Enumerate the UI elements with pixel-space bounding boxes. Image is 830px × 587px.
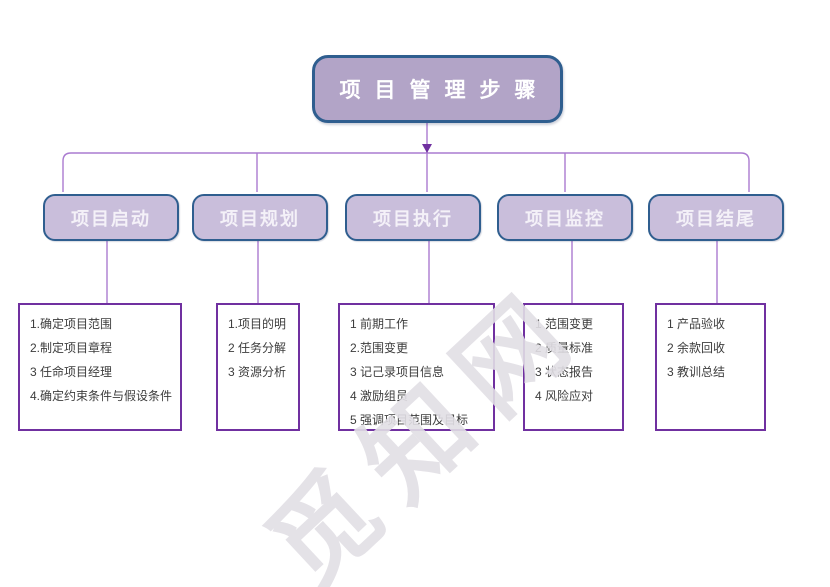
stage-node-planning[interactable]: 项目规划 <box>192 194 328 241</box>
detail-box-monitoring[interactable]: 1 范围变更 2 质量标准 3 状态报告 4 风险应对 <box>523 303 624 431</box>
detail-item: 1.项目的明 <box>228 317 287 331</box>
detail-item: 1.确定项目范围 <box>30 317 113 331</box>
detail-item: 3 状态报告 <box>535 365 594 379</box>
detail-box-planning[interactable]: 1.项目的明 2 任务分解 3 资源分析 <box>216 303 300 431</box>
detail-list: 1.确定项目范围 2.制定项目章程 3 任命项目经理 4.确定约束条件与假设条件 <box>20 305 180 408</box>
detail-list: 1 范围变更 2 质量标准 3 状态报告 4 风险应对 <box>525 305 622 408</box>
detail-item: 2.制定项目章程 <box>30 341 113 355</box>
detail-item: 3 教训总结 <box>667 365 726 379</box>
detail-item: 3 记己录项目信息 <box>350 365 445 379</box>
detail-box-closing[interactable]: 1 产品验收 2 余款回收 3 教训总结 <box>655 303 766 431</box>
detail-item: 3 任命项目经理 <box>30 365 113 379</box>
detail-item: 1 产品验收 <box>667 317 726 331</box>
detail-box-execution[interactable]: 1 前期工作 2.范围变更 3 记己录项目信息 4 激励组员 5 强调项目范围及目标 <box>338 303 495 431</box>
stage-node-initiation[interactable]: 项目启动 <box>43 194 179 241</box>
detail-item: 2 余款回收 <box>667 341 726 355</box>
detail-item: 5 强调项目范围及目标 <box>350 413 469 427</box>
detail-box-initiation[interactable]: 1.确定项目范围 2.制定项目章程 3 任命项目经理 4.确定约束条件与假设条件 <box>18 303 182 431</box>
detail-item: 4 激励组员 <box>350 389 409 403</box>
detail-list: 1.项目的明 2 任务分解 3 资源分析 <box>218 305 298 384</box>
stage-node-closing[interactable]: 项目结尾 <box>648 194 784 241</box>
detail-list: 1 产品验收 2 余款回收 3 教训总结 <box>657 305 764 384</box>
detail-item: 4 风险应对 <box>535 389 594 403</box>
rail-line <box>62 152 750 192</box>
root-title: 项目管理步骤 <box>339 79 550 102</box>
detail-item: 1 范围变更 <box>535 317 594 331</box>
root-node[interactable]: 项目管理步骤 <box>312 55 563 123</box>
detail-item: 1 前期工作 <box>350 317 409 331</box>
detail-item: 4.确定约束条件与假设条件 <box>30 389 173 403</box>
detail-item: 2.范围变更 <box>350 341 409 355</box>
stage-node-monitoring[interactable]: 项目监控 <box>497 194 633 241</box>
arrowhead-icon <box>422 144 432 153</box>
detail-list: 1 前期工作 2.范围变更 3 记己录项目信息 4 激励组员 5 强调项目范围及目标 <box>340 305 493 432</box>
detail-item: 3 资源分析 <box>228 365 287 379</box>
detail-item: 2 任务分解 <box>228 341 287 355</box>
stage-node-execution[interactable]: 项目执行 <box>345 194 481 241</box>
detail-item: 2 质量标准 <box>535 341 594 355</box>
